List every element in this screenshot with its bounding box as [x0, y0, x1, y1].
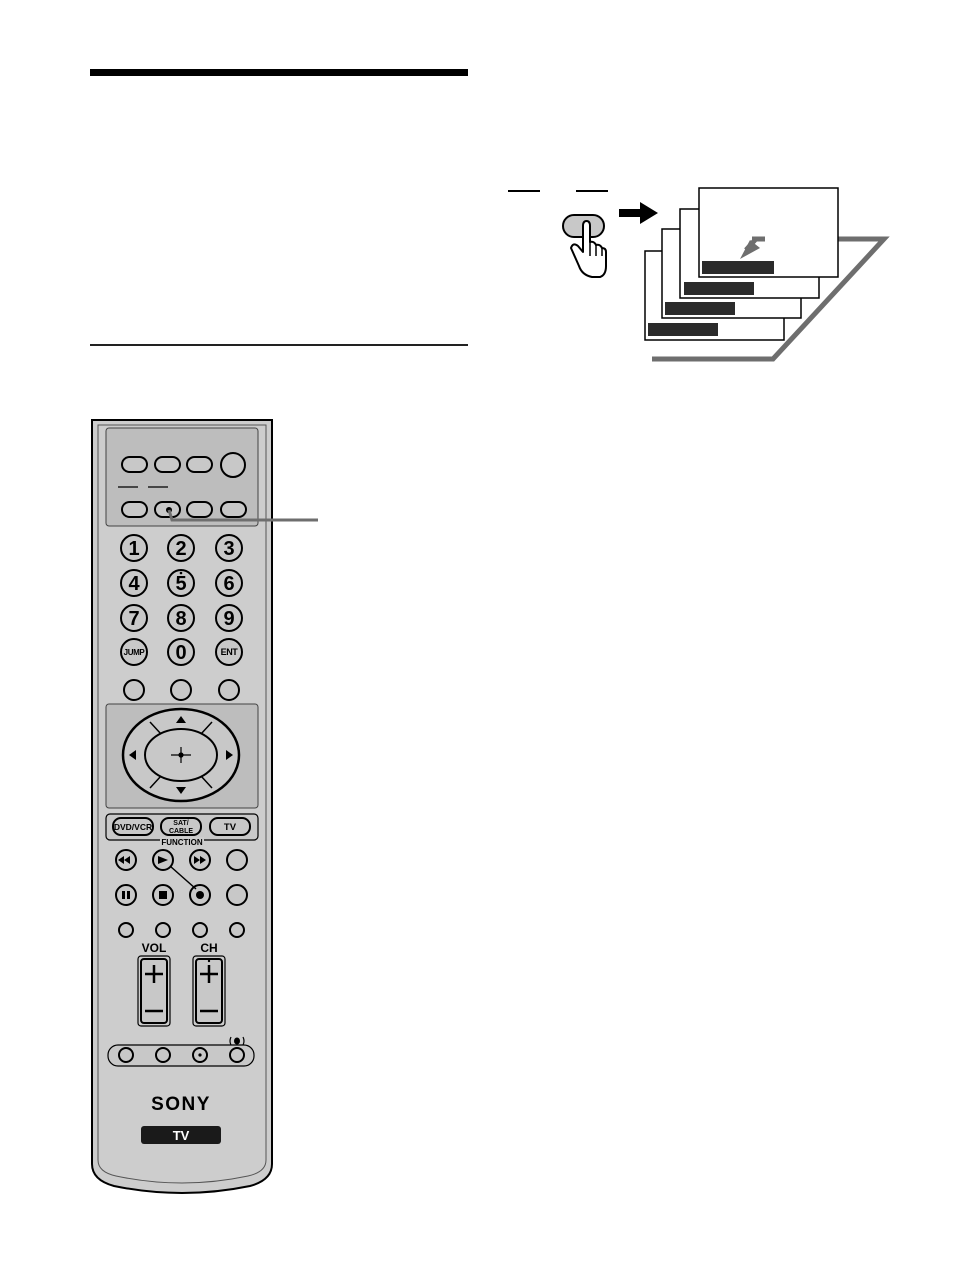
transport-extra-button-1[interactable]: [226, 849, 248, 871]
keypad-label-9: 9: [223, 608, 234, 630]
right-arrow-icon: [619, 202, 658, 224]
surround-icon: [229, 1036, 245, 1046]
keypad-label-3: 3: [223, 538, 234, 560]
keypad-label-6: 6: [223, 573, 234, 595]
second-row-button-3[interactable]: [186, 501, 213, 518]
dvd-vcr-label: DVD/VCR: [114, 822, 152, 832]
down-arrow-icon: [176, 787, 186, 794]
small-button-4[interactable]: [229, 922, 245, 938]
keypad-button-ent[interactable]: [215, 638, 243, 666]
small-button-2[interactable]: [155, 922, 171, 938]
volume-up-icon: [145, 965, 163, 983]
keypad-button-jump[interactable]: [120, 638, 148, 666]
function-caption-bg: [160, 837, 204, 846]
model-plate-label: TV: [173, 1128, 190, 1143]
keypad-button-8[interactable]: [167, 604, 195, 632]
keypad-label-4: 4: [128, 573, 140, 595]
second-row-button-4[interactable]: [220, 501, 247, 518]
keypad-button-1[interactable]: [120, 534, 148, 562]
remote-bevel: [97, 424, 267, 1184]
channel-label: CH: [200, 941, 217, 955]
stop-icon: [159, 891, 167, 899]
keypad-label-2: 2: [175, 538, 186, 560]
keypad-label-8: 8: [175, 608, 186, 630]
screen-highlight-2: [684, 282, 754, 295]
keypad-label-0: 0: [175, 642, 186, 664]
transport-extra-button-2[interactable]: [226, 884, 248, 906]
keypad-label-5: 5: [175, 573, 186, 595]
channel-up-icon: [200, 965, 218, 983]
brand-logo: SONY: [151, 1094, 211, 1115]
tv-function-button[interactable]: [209, 817, 251, 836]
bottom-button-3-dot: [198, 1053, 202, 1057]
sat-cable-button[interactable]: [160, 817, 202, 836]
keypad-button-9[interactable]: [215, 604, 243, 632]
pause-icon: [122, 891, 130, 899]
play-record-link-line: [169, 865, 197, 890]
small-button-3[interactable]: [192, 922, 208, 938]
bottom-button-2[interactable]: [155, 1047, 171, 1063]
select-crosshair-icon: [171, 747, 191, 763]
volume-label: VOL: [142, 941, 167, 955]
bottom-button-1[interactable]: [118, 1047, 134, 1063]
top-button-2[interactable]: [154, 456, 181, 473]
top-button-panel: [105, 427, 259, 527]
dvd-vcr-button[interactable]: [112, 817, 154, 836]
up-arrow-icon: [176, 716, 186, 723]
keypad-button-0[interactable]: [167, 638, 195, 666]
fast-forward-icon: [194, 856, 206, 864]
second-row-button-1[interactable]: [121, 501, 148, 518]
right-arrow-nav-icon: [226, 750, 233, 760]
bottom-button-4[interactable]: [229, 1047, 245, 1063]
cycle-return-arrow-neck: [744, 238, 757, 252]
model-plate: [141, 1126, 221, 1144]
keypad-label-7: 7: [128, 608, 139, 630]
round-button-1[interactable]: [123, 679, 145, 701]
keypad-button-5[interactable]: [167, 569, 195, 597]
keypad-button-7[interactable]: [120, 604, 148, 632]
small-button-1[interactable]: [118, 922, 134, 938]
cable-label: CABLE: [169, 828, 193, 835]
screen-highlight-3: [665, 302, 735, 315]
power-button[interactable]: [220, 452, 246, 478]
play-icon: [158, 856, 168, 864]
callout-line: [167, 509, 318, 522]
rewind-icon: [118, 856, 130, 864]
channel-tactile-dot: [207, 959, 211, 963]
section-heading-rule: [90, 69, 468, 76]
keypad-button-2[interactable]: [167, 534, 195, 562]
function-caption: FUNCTION: [161, 838, 203, 847]
top-button-3[interactable]: [186, 456, 213, 473]
screen-highlight-4: [648, 323, 718, 336]
keypad-button-3[interactable]: [215, 534, 243, 562]
cycle-return-arrow-icon: [740, 240, 760, 259]
left-arrow-icon: [129, 750, 136, 760]
sat-label: SAT/: [173, 820, 188, 827]
keypad-label-jump: JUMP: [124, 648, 146, 657]
tv-function-label: TV: [224, 822, 237, 833]
keypad-5-tactile-dot: [179, 571, 183, 575]
keypad-button-6[interactable]: [215, 569, 243, 597]
screen-highlight-1: [702, 261, 774, 274]
pause-button[interactable]: [115, 884, 137, 906]
keypad-label-ent: ENT: [221, 647, 239, 657]
screen-cycle-illustration: [508, 187, 890, 362]
pointing-hand-icon: [570, 220, 607, 278]
record-icon: [196, 891, 204, 899]
keypad-label-1: 1: [128, 538, 139, 560]
top-button-1[interactable]: [121, 456, 148, 473]
round-button-2[interactable]: [170, 679, 192, 701]
keypad-button-4[interactable]: [120, 569, 148, 597]
bottom-button-strip: [107, 1044, 255, 1067]
round-button-3[interactable]: [218, 679, 240, 701]
section-divider-rule: [90, 344, 468, 346]
